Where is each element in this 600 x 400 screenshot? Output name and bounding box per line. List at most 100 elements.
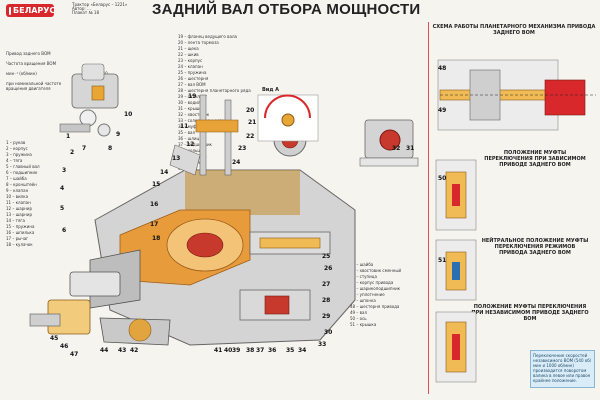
drive-notes: Привод заднего ВОМ Частота вращения ВОМ … (6, 46, 76, 96)
callout-number: 51 (438, 257, 446, 264)
legend-item: 30 – водило (178, 100, 203, 105)
legend-item: 23 – корпус (178, 58, 203, 63)
scheme-top (437, 59, 596, 131)
legend-item: 2 – корпус (6, 146, 28, 151)
brand-name: БЕЛАРУС (13, 6, 56, 15)
callout-number: 15 (152, 181, 160, 188)
legend-item: 13 – шарнир (6, 212, 33, 217)
note: при номинальной частоте вращения двигате… (6, 81, 62, 91)
callout-number: 21 (248, 119, 256, 126)
page-title: ЗАДНИЙ ВАЛ ОТБОРА МОЩНОСТИ (152, 1, 421, 18)
subinfo: Трактор «Беларус – 1221» Автор: … Плакат… (72, 3, 127, 15)
section-neutral-title: НЕЙТРАЛЬНОЕ ПОЛОЖЕНИЕ МУФТЫ ПЕРЕКЛЮЧЕНИЯ… (481, 238, 589, 256)
subinfo-line: Автор: … (72, 6, 92, 11)
legend-item: 5 – главный вал (6, 164, 40, 169)
legend-item: 3 – пружина (6, 152, 32, 157)
callout-number: 33 (318, 341, 326, 348)
legend-item: 27 – вал ВОМ (178, 82, 206, 87)
callout-number: 26 (324, 265, 332, 272)
legend-item: 11 – клапан (6, 200, 31, 205)
callout-number: 49 (438, 107, 446, 114)
legend-item: 36 – шлиц (178, 136, 200, 141)
callout-number: 48 (438, 65, 446, 72)
callout-number: 5 (60, 205, 64, 212)
right-panel-title: СХЕМА РАБОТЫ ПЛАНЕТАРНОГО МЕХАНИЗМА ПРИВ… (432, 24, 596, 36)
callout-number: 41 (214, 347, 222, 354)
mid-right-detail (359, 119, 419, 167)
callout-number: 40 (224, 347, 232, 354)
callout-number: 16 (150, 201, 158, 208)
note: Привод заднего ВОМ (6, 51, 51, 56)
legend-item: 20 – лента тормоза (178, 40, 219, 45)
legend-item: 19 – фланец ведущего вала (178, 34, 237, 39)
callout-number: 50 (438, 175, 446, 182)
callout-number: 36 (268, 347, 276, 354)
legend-item: 1 – рукав (6, 140, 26, 145)
callout-number: 14 (160, 169, 168, 176)
legend-item: 51 – крышка (350, 322, 377, 327)
brand-mark-icon (9, 6, 11, 15)
legend-item: 42 – хвостовик сменный (350, 268, 402, 273)
callout-number: 29 (322, 313, 330, 320)
callout-number: 8 (108, 145, 112, 152)
legend-item: 25 – пружина (178, 70, 207, 75)
view-a-label: Вид А (262, 87, 279, 93)
legend-item: 9 – клапан (6, 188, 29, 193)
note: Частота вращения ВОМ (6, 61, 57, 66)
callout-number: 7 (82, 145, 86, 152)
legend-item: 46 – уплотнение (350, 292, 385, 297)
brand-logo: БЕЛАРУС (6, 4, 56, 17)
legend-item: 8 – кронштейн (6, 182, 37, 187)
legend-item: 21 – щека (178, 46, 199, 51)
subinfo-line: Плакат № 18 (72, 10, 100, 15)
legend-item: 22 – шкив (178, 52, 199, 57)
legend-item: 12 – шарнир (6, 206, 33, 211)
main-housing (29, 169, 356, 346)
scheme-dependent (435, 159, 477, 231)
note: мин⁻¹ (об/мин) (6, 71, 37, 76)
legend-item: 45 – шарикоподшипник (350, 286, 401, 291)
callout-number: 13 (172, 155, 180, 162)
legend-item: 43 – ступица (350, 274, 377, 279)
legend-item: 7 – шайба (6, 176, 27, 181)
speed-switch-note: Переключение скоростей независимого ВОМ … (530, 350, 595, 388)
legend-item: 35 – вал (178, 130, 195, 135)
legend-item: 14 – тяга (6, 218, 25, 223)
legend-item: 34 – муфта (178, 124, 202, 129)
legend-item: 29 – сателлит (178, 94, 208, 99)
callout-number: 4 (60, 185, 64, 192)
legend-item: 18 – кулачок (6, 242, 33, 247)
callout-number: 9 (116, 131, 120, 138)
callout-number: 28 (322, 297, 330, 304)
callout-number: 39 (232, 347, 240, 354)
section-independent-title: ПОЛОЖЕНИЕ МУФТЫ ПЕРЕКЛЮЧЕНИЯ ПРИ НЕЗАВИС… (471, 304, 589, 322)
legend-item: 17 – рычаг (6, 236, 29, 241)
legend-item: 49 – вал (350, 310, 367, 315)
callout-number: 17 (150, 221, 158, 228)
legend-item: 37 – подшипник (178, 142, 212, 147)
callout-number: 6 (62, 227, 66, 234)
callout-number: 27 (322, 281, 330, 288)
legend-item: 24 – клапан (178, 64, 203, 69)
callout-number: 44 (100, 347, 108, 354)
callout-number: 35 (286, 347, 294, 354)
legend-item: 41 – шайба (350, 262, 374, 267)
callout-number: 18 (152, 235, 160, 242)
legend-item: 16 – шпилька (6, 230, 35, 235)
legend-item: 31 – крышка (178, 106, 205, 111)
callout-number: 47 (70, 351, 78, 358)
section-dependent-title: ПОЛОЖЕНИЕ МУФТЫ ПЕРЕКЛЮЧЕНИЯ ПРИ ЗАВИСИМ… (484, 150, 586, 168)
callout-number: 10 (124, 111, 132, 118)
callout-number: 31 (406, 145, 414, 152)
callout-number: 37 (256, 347, 264, 354)
legend-item: 6 – подшипник (6, 170, 38, 175)
callout-number: 11 (180, 123, 188, 130)
callout-number: 22 (246, 133, 254, 140)
legend-item: 50 – ось (350, 316, 367, 321)
legend-item: 32 – хвостовик (178, 112, 210, 117)
callout-number: 38 (246, 347, 254, 354)
callout-number: 46 (60, 343, 68, 350)
